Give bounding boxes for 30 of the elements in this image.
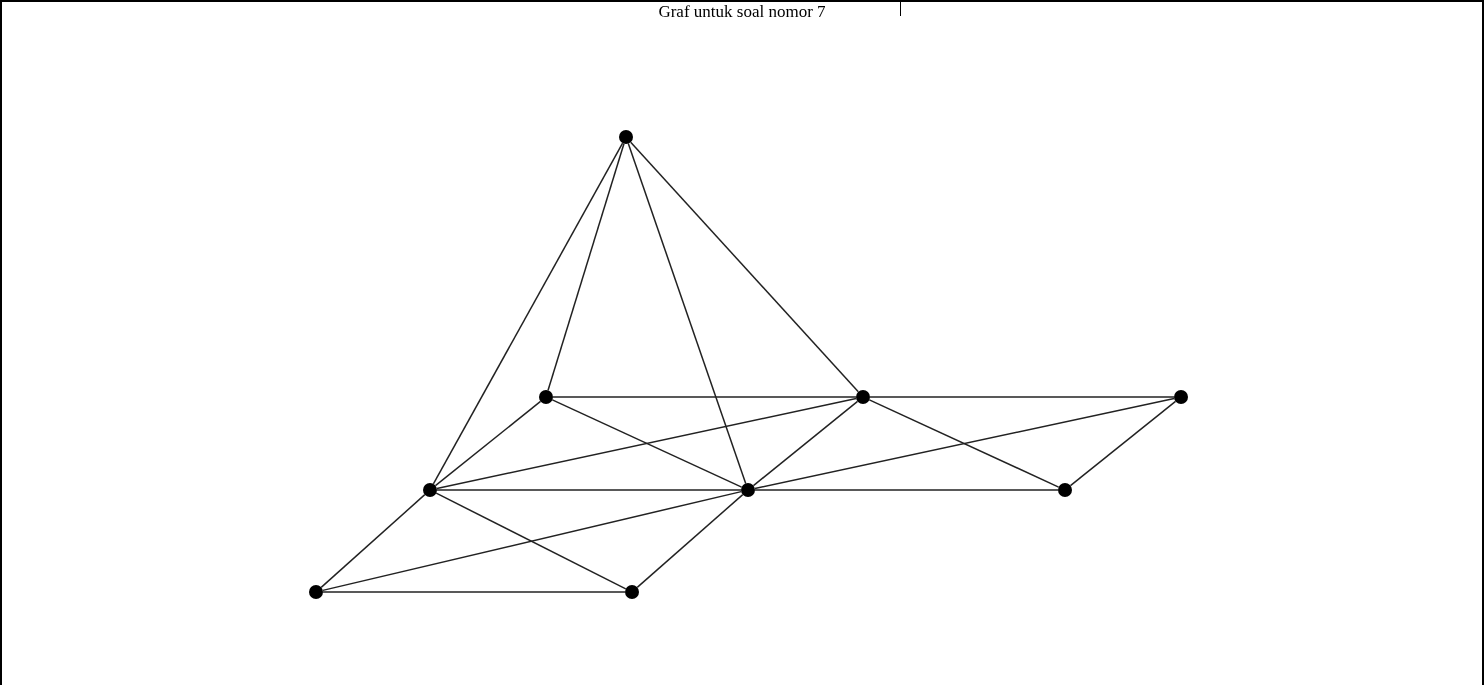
graph-edge <box>754 489 1059 491</box>
title: Graf untuk soal nomor 7 <box>658 2 826 22</box>
graph-edge <box>434 400 542 487</box>
graph-edge <box>436 489 742 491</box>
graph-edge <box>629 141 860 393</box>
graph-edge <box>551 399 743 488</box>
graph-edge <box>627 142 747 485</box>
graph-vertex <box>423 483 437 497</box>
graph-edge <box>432 142 624 485</box>
graph-edge <box>322 490 742 592</box>
graph-vertex <box>625 585 639 599</box>
graph-edge <box>869 396 1175 398</box>
graph-vertex <box>1058 483 1072 497</box>
graph-edge <box>436 397 857 490</box>
graph-edge <box>322 591 626 593</box>
graph-edge <box>547 142 625 392</box>
graph-edge <box>320 493 426 589</box>
graph-edge <box>552 396 857 398</box>
graph-vertex <box>741 483 755 497</box>
graph-edge <box>754 397 1175 490</box>
graph-edge <box>435 492 627 590</box>
graph-vertex <box>1174 390 1188 404</box>
graph-vertex <box>619 130 633 144</box>
graph-vertex <box>856 390 870 404</box>
graph-vertex <box>539 390 553 404</box>
graph-edge <box>868 399 1060 488</box>
graph-edge <box>752 400 859 487</box>
graph-edge <box>1069 400 1177 487</box>
graph-vertex <box>309 585 323 599</box>
graph-edge <box>636 493 744 589</box>
